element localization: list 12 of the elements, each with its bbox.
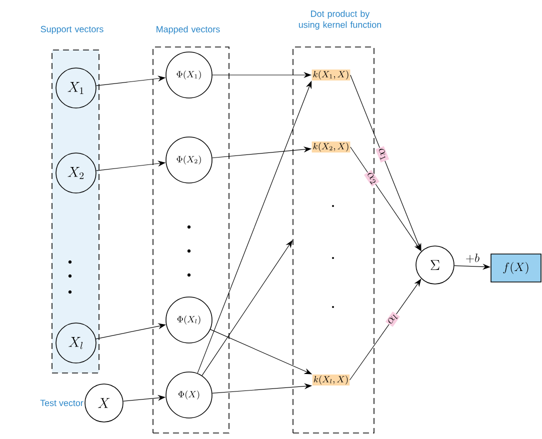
kernel-box: $k(X_l,X)$ [312, 374, 350, 386]
weight-label: $\alpha_1$ [376, 146, 390, 163]
output-box: $f(X)$ [490, 254, 542, 282]
weight-label: $\alpha_l$ [385, 312, 400, 327]
kernel-box: $k(X_2,X)$ [312, 142, 350, 152]
weight-label: $\alpha_2$ [364, 170, 380, 187]
group-heading: Support vectors [40, 26, 104, 34]
edge-label: $+b$ [466, 254, 480, 263]
side-label: Test vector [40, 400, 84, 406]
kernel-box: $k(X_1,X)$ [312, 70, 350, 80]
group-heading: Dot product by using kernel function [298, 10, 382, 30]
group-heading: Mapped vectors [156, 26, 220, 34]
